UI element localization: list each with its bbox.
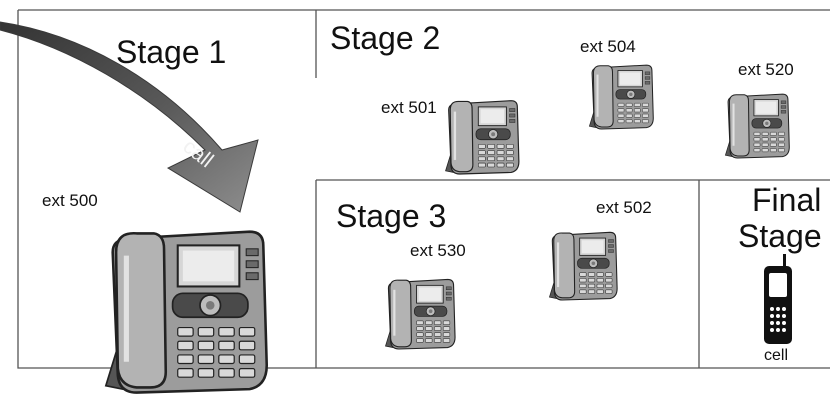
final-stage-title-line2: Stage [738,220,822,252]
stage-1-title: Stage 1 [116,36,226,68]
cell-phone-label: cell [764,348,788,364]
ext-502-label: ext 502 [596,199,652,216]
desk-phone-icon [548,222,620,306]
ext-530-label: ext 530 [410,242,466,259]
desk-phone-icon [102,218,274,396]
stage-3-title: Stage 3 [336,200,446,232]
ext-501-label: ext 501 [381,99,437,116]
final-stage-title-line1: Final [752,184,821,216]
desk-phone-icon [384,270,458,354]
ext-520-label: ext 520 [738,61,794,78]
desk-phone-icon [588,52,656,138]
cell-phone-icon [760,254,796,346]
stage-2-title: Stage 2 [330,22,440,54]
ext-500-label: ext 500 [42,192,98,209]
desk-phone-icon [724,80,792,168]
desk-phone-icon [444,92,522,178]
